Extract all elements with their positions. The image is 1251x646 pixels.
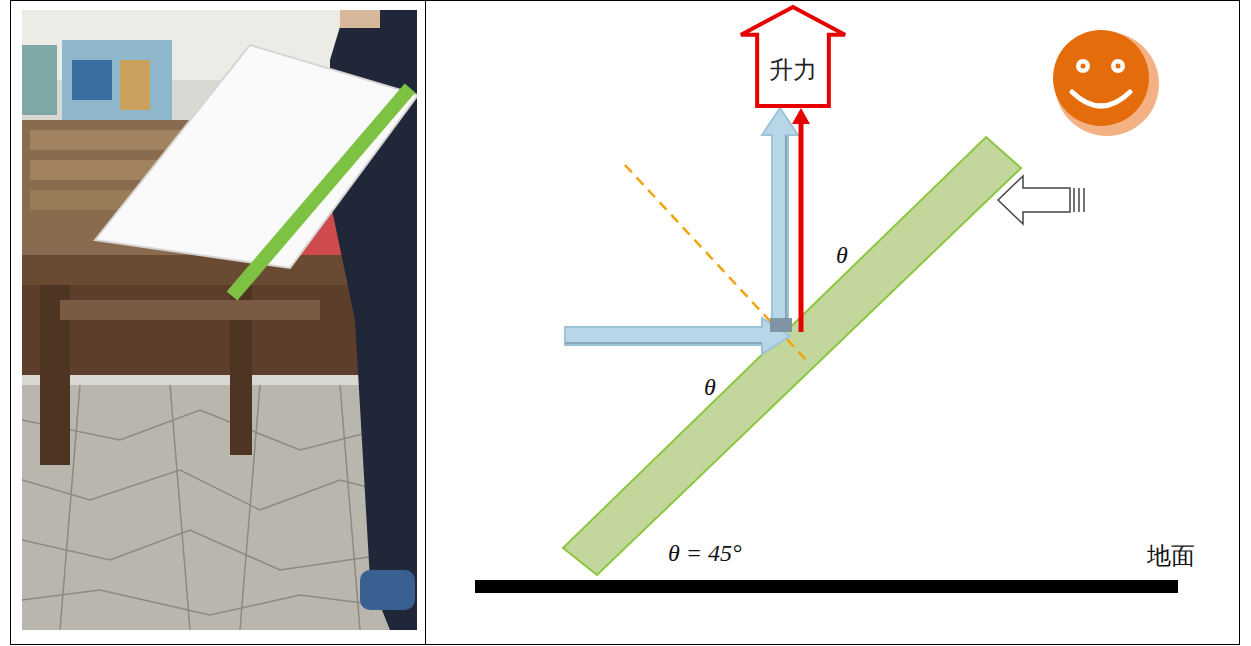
deflected-air-arrow bbox=[762, 108, 798, 332]
lift-arrow bbox=[792, 108, 810, 332]
ground-label: 地面 bbox=[1147, 540, 1195, 572]
angle-label: θ = 45° bbox=[668, 540, 742, 567]
wind-arrow bbox=[998, 176, 1084, 224]
angle-label: θ bbox=[704, 374, 716, 401]
node-text: 升力 bbox=[737, 54, 849, 86]
table-divider bbox=[425, 0, 426, 645]
lift-box-shape bbox=[737, 3, 849, 109]
smiley-face bbox=[1053, 30, 1159, 136]
table-frame bbox=[11, 1, 1240, 645]
lift-arrow-box: 升力 bbox=[737, 3, 849, 109]
plate bbox=[563, 137, 1021, 575]
ground-line bbox=[475, 580, 1178, 593]
photo bbox=[22, 10, 417, 630]
angle-label: θ bbox=[836, 242, 848, 269]
incoming-air-arrow bbox=[565, 318, 790, 354]
